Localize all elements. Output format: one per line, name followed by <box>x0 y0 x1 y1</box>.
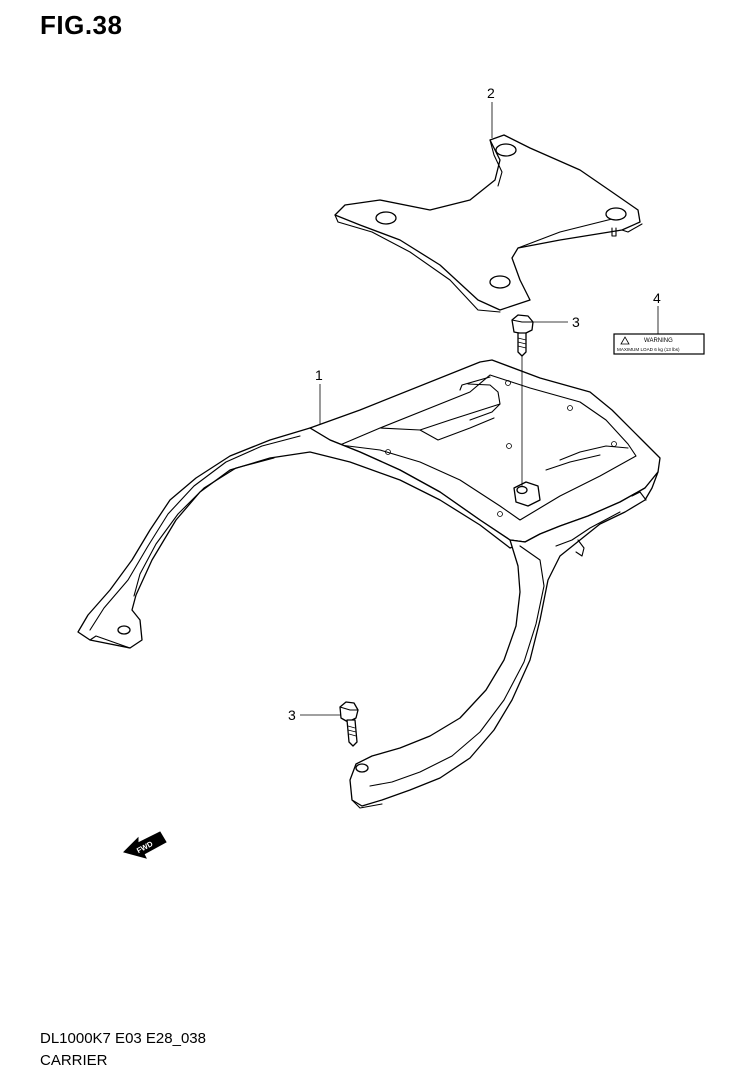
callout-3-upper: 3 <box>533 314 580 330</box>
callout-number: 2 <box>487 85 495 101</box>
carrier-plate-part <box>334 134 643 313</box>
warning-label-line1: WARNING <box>644 338 673 344</box>
callout-number: 3 <box>288 707 296 723</box>
warning-label-line2: MAXIMUM LOAD 6 kg (13 lbs) <box>617 347 680 352</box>
figure-title: FIG.38 <box>40 10 123 40</box>
callout-number: 4 <box>653 290 661 306</box>
carrier-frame-part <box>77 359 661 809</box>
diagram-code: DL1000K7 E03 E28_038 <box>40 1030 206 1047</box>
callout-4: 4 <box>653 290 661 334</box>
forward-direction-arrow: FWD <box>123 831 167 859</box>
bolt-lower-part <box>339 701 359 747</box>
warning-triangle-icon <box>620 336 630 345</box>
diagram-name: CARRIER <box>40 1052 108 1069</box>
callout-2: 2 <box>487 85 495 138</box>
bolt-upper-part <box>511 314 534 486</box>
callout-number: 1 <box>315 367 323 383</box>
callout-3-lower: 3 <box>288 707 341 723</box>
callout-number: 3 <box>572 314 580 330</box>
warning-label-part: WARNING MAXIMUM LOAD 6 kg (13 lbs) <box>613 333 705 355</box>
callout-1: 1 <box>315 367 323 424</box>
